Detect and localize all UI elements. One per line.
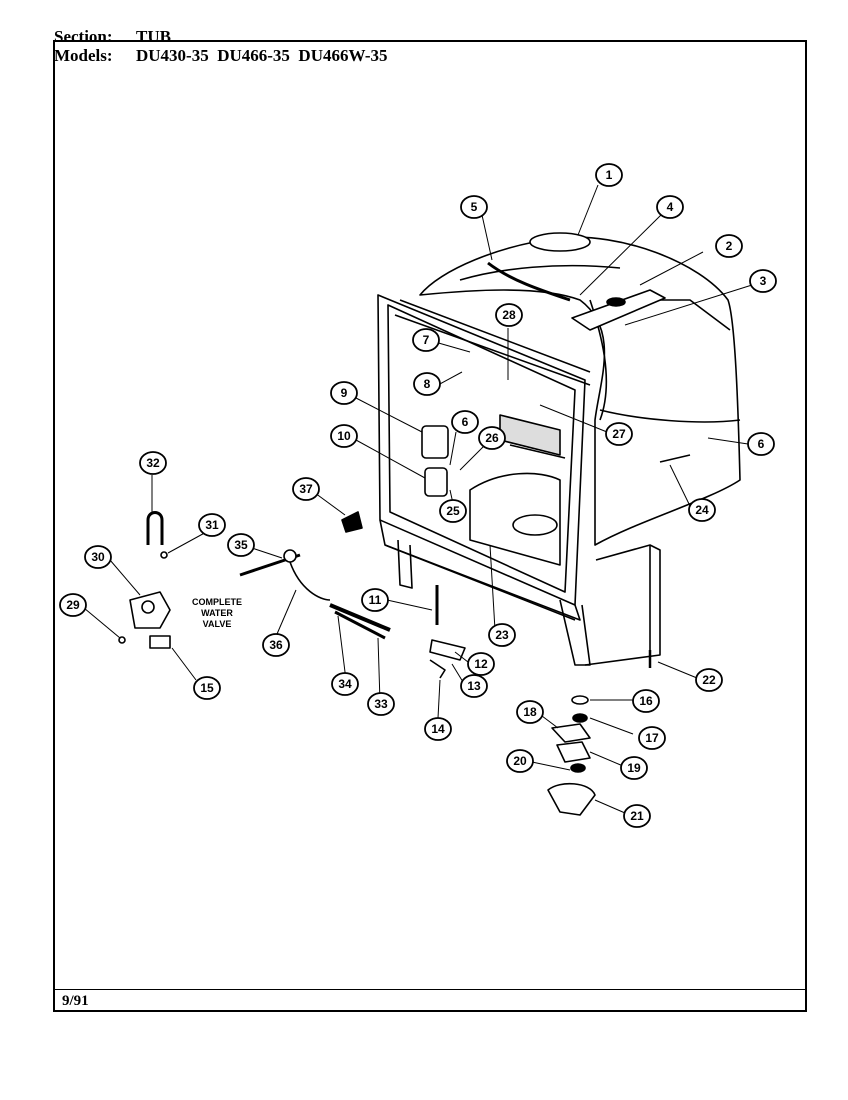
callout-27: 27: [605, 422, 633, 446]
svg-text:5: 5: [471, 200, 478, 214]
svg-text:25: 25: [446, 504, 460, 518]
callout-18: 18: [516, 700, 544, 724]
callout-36: 36: [262, 633, 290, 657]
callout-17: 17: [638, 726, 666, 750]
svg-text:3: 3: [760, 274, 767, 288]
svg-text:22: 22: [702, 673, 716, 687]
callout-1: 1: [595, 163, 623, 187]
svg-text:36: 36: [269, 638, 283, 652]
callout-25: 25: [439, 499, 467, 523]
callout-30: 30: [84, 545, 112, 569]
callout-35: 35: [227, 533, 255, 557]
svg-text:29: 29: [66, 598, 80, 612]
callout-12: 12: [467, 652, 495, 676]
svg-text:21: 21: [630, 809, 644, 823]
callout-34: 34: [331, 672, 359, 696]
svg-text:8: 8: [424, 377, 431, 391]
callout-24: 24: [688, 498, 716, 522]
callout-15: 15: [193, 676, 221, 700]
callout-14: 14: [424, 717, 452, 741]
callout-21: 21: [623, 804, 651, 828]
callout-37: 37: [292, 477, 320, 501]
callout-13: 13: [460, 674, 488, 698]
svg-text:33: 33: [374, 697, 388, 711]
svg-text:30: 30: [91, 550, 105, 564]
svg-text:23: 23: [495, 628, 509, 642]
svg-text:6: 6: [462, 415, 469, 429]
callout-33: 33: [367, 692, 395, 716]
callout-22: 22: [695, 668, 723, 692]
callout-3: 3: [749, 269, 777, 293]
svg-text:11: 11: [369, 593, 382, 607]
callout-9: 9: [330, 381, 358, 405]
models-header: Models: DU430-35 DU466-35 DU466W-35: [54, 47, 388, 65]
svg-text:4: 4: [667, 200, 674, 214]
callout-31: 31: [198, 513, 226, 537]
callout-29: 29: [59, 593, 87, 617]
svg-text:VALVE: VALVE: [203, 619, 232, 629]
svg-text:16: 16: [639, 694, 653, 708]
callout-26: 26: [478, 426, 506, 450]
diagram-frame: [53, 40, 807, 1012]
svg-text:20: 20: [513, 754, 527, 768]
svg-text:WATER: WATER: [201, 608, 233, 618]
callout-16: 16: [632, 689, 660, 713]
svg-text:24: 24: [695, 503, 709, 517]
callout-8: 8: [413, 372, 441, 396]
callout-10: 10: [330, 424, 358, 448]
svg-text:2: 2: [726, 239, 733, 253]
svg-text:15: 15: [200, 681, 214, 695]
callout-32: 32: [139, 451, 167, 475]
callout-6b: 6: [451, 410, 479, 434]
footer-divider: [53, 989, 807, 990]
components: [118, 425, 652, 816]
svg-text:27: 27: [612, 427, 626, 441]
svg-text:12: 12: [474, 657, 488, 671]
svg-text:9: 9: [341, 386, 348, 400]
svg-text:18: 18: [523, 705, 537, 719]
svg-text:10: 10: [337, 429, 351, 443]
callout-19: 19: [620, 756, 648, 780]
svg-text:1: 1: [606, 168, 613, 182]
svg-text:17: 17: [645, 731, 659, 745]
callout-20: 20: [506, 749, 534, 773]
svg-text:26: 26: [485, 431, 499, 445]
callout-2: 2: [715, 234, 743, 258]
svg-text:13: 13: [467, 679, 481, 693]
svg-text:28: 28: [502, 308, 516, 322]
callout-11: 11: [361, 588, 389, 612]
callout-5: 5: [460, 195, 488, 219]
footer-date: 9/91: [62, 993, 89, 1009]
svg-text:32: 32: [146, 456, 160, 470]
models-label: Models:: [54, 46, 113, 65]
callout-6a: 6: [747, 432, 775, 456]
svg-text:COMPLETE: COMPLETE: [192, 597, 242, 607]
svg-text:35: 35: [234, 538, 248, 552]
callout-23: 23: [488, 623, 516, 647]
svg-text:7: 7: [423, 333, 430, 347]
callout-28: 28: [495, 303, 523, 327]
svg-text:19: 19: [627, 761, 641, 775]
svg-text:14: 14: [431, 722, 445, 736]
water-valve-label: COMPLETE WATER VALVE: [192, 597, 242, 629]
callout-7: 7: [412, 328, 440, 352]
svg-text:34: 34: [338, 677, 352, 691]
callout-4: 4: [656, 195, 684, 219]
svg-text:6: 6: [758, 437, 765, 451]
svg-text:31: 31: [205, 518, 219, 532]
svg-text:37: 37: [299, 482, 313, 496]
models-value: DU430-35 DU466-35 DU466W-35: [136, 46, 388, 65]
callouts: 1 2 3 4 5 6 6 7 8 9 10 11 12 13 14 15 16…: [59, 163, 777, 828]
